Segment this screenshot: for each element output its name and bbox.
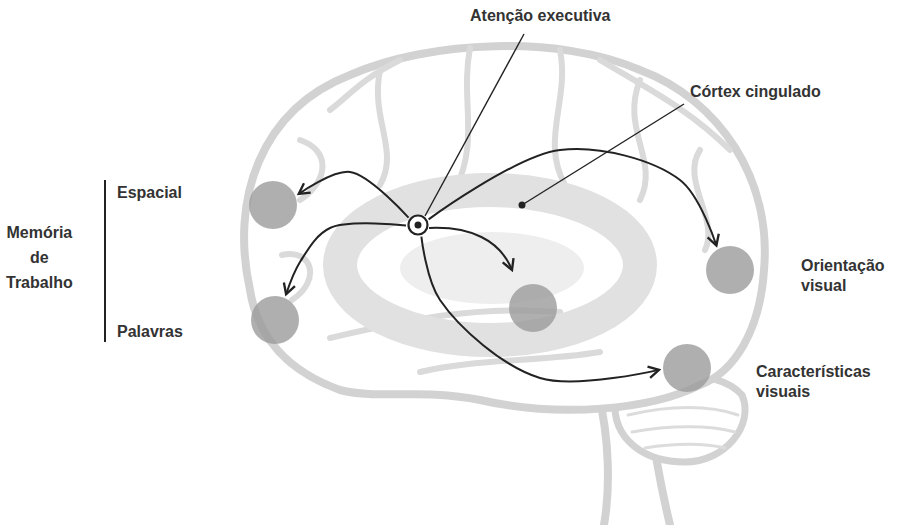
arrow-connector: [299, 172, 409, 218]
focus-ring: [407, 214, 429, 236]
cerebellum-folds: [628, 408, 738, 449]
region-label: Orientação visual: [801, 256, 906, 296]
leader-dot: [519, 202, 526, 209]
region-shape: [249, 181, 297, 229]
group-label: Memória de Trabalho: [6, 220, 73, 295]
region-circle: [706, 246, 754, 294]
bracket: [104, 180, 106, 342]
region-circle: Orientação visual: [706, 246, 754, 294]
gyri: [282, 48, 730, 372]
cingulate-band: [340, 190, 640, 340]
region-circle: Palavras: [251, 296, 299, 344]
region-label: Palavras: [117, 322, 183, 342]
region-shape: [251, 296, 299, 344]
region-circle: [251, 296, 299, 344]
region-label: Atenção executiva: [470, 6, 611, 26]
arrow-to-region: [429, 228, 512, 270]
focus-point: Atenção executiva: [407, 214, 429, 236]
arrow-connector: [429, 149, 717, 245]
region-circle: [663, 344, 711, 392]
region-label: Características visuais: [756, 362, 906, 402]
arrow-connector: [286, 223, 406, 294]
region-shape: [706, 246, 754, 294]
region-circle: Características visuais: [663, 344, 711, 392]
region-circle: [249, 181, 297, 229]
focus-ring: [409, 216, 428, 235]
structure-label: Córtex cingulado: [690, 82, 821, 102]
arrow-connector: [421, 237, 659, 382]
leader-line: [522, 104, 684, 205]
region-shape: [663, 344, 711, 392]
region-label: Espacial: [117, 183, 182, 203]
cerebrum-outline: [244, 46, 765, 410]
region-circle: Espacial: [249, 181, 297, 229]
region-circle: [509, 284, 557, 332]
focus-dot: [415, 222, 422, 229]
